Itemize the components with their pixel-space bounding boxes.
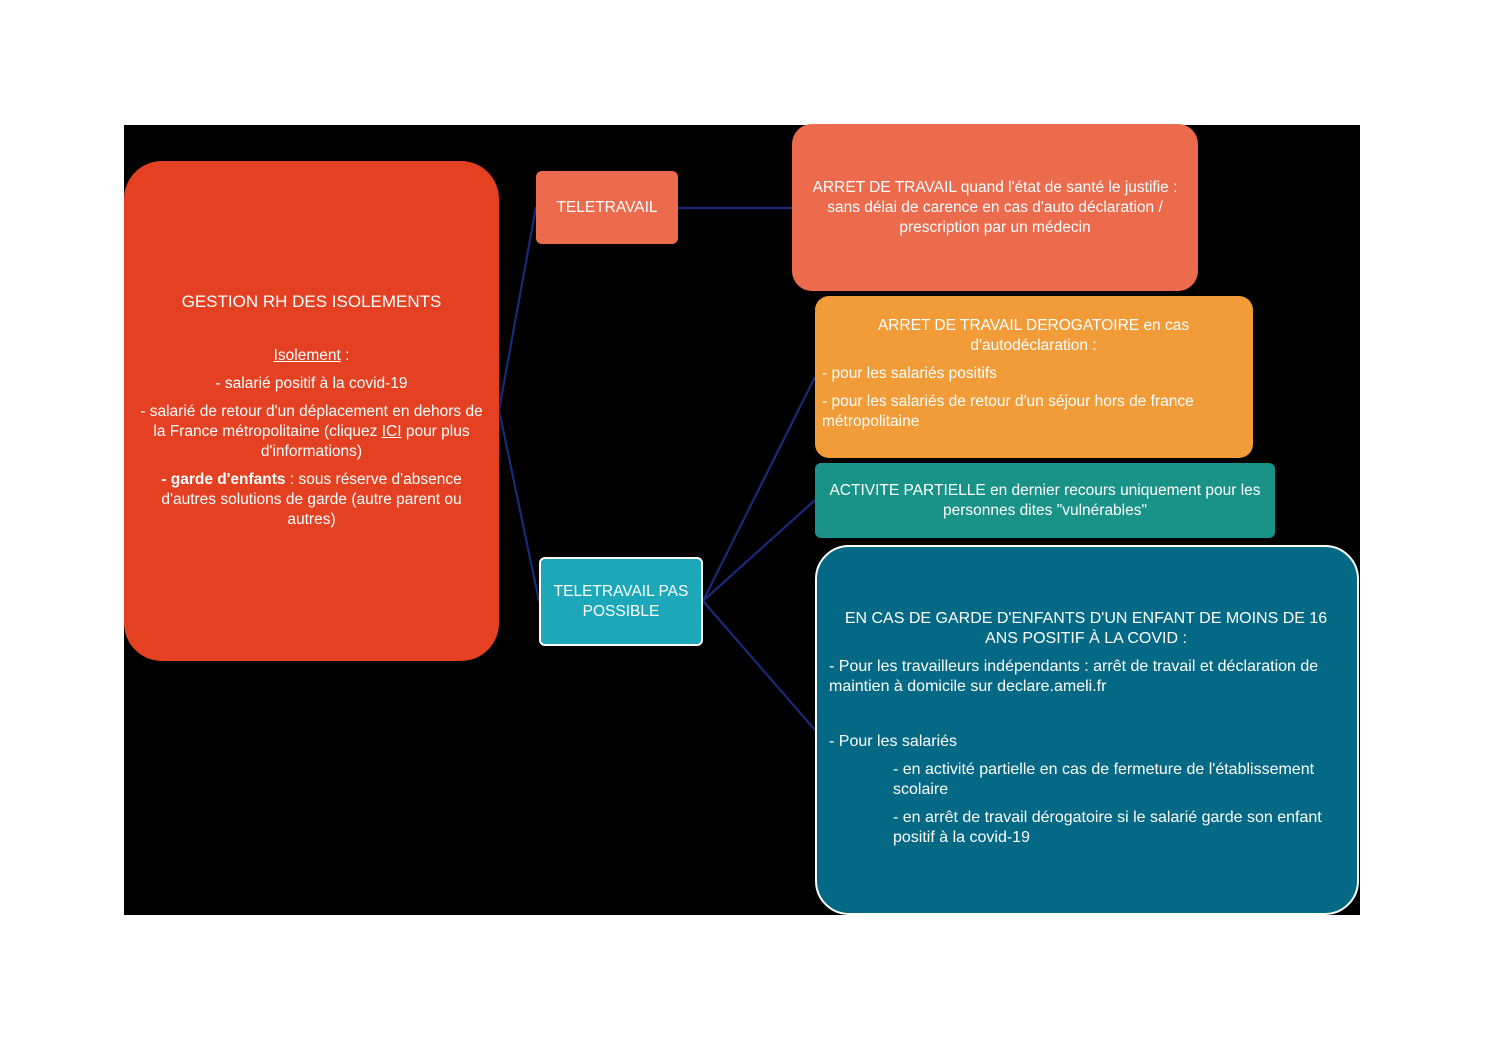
root-item-retour: - salarié de retour d'un déplacement en …	[138, 402, 485, 462]
node-arret-derogatoire: ARRET DE TRAVAIL DEROGATOIRE en cas d'au…	[815, 296, 1253, 458]
derogatoire-item-retour: - pour les salariés de retour d'un séjou…	[822, 393, 1194, 430]
derogatoire-item-positifs: - pour les salariés positifs	[822, 365, 997, 382]
root-item-positif: - salarié positif à la covid-19	[215, 375, 408, 392]
node-teletravail: TELETRAVAIL	[536, 171, 678, 244]
root-item-garde-bold: - garde d'enfants	[161, 471, 286, 488]
derogatoire-heading: ARRET DE TRAVAIL DEROGATOIRE en cas d'au…	[877, 317, 1190, 354]
isolement-suffix: :	[340, 347, 350, 364]
node-arret-de-travail: ARRET DE TRAVAIL quand l'état de santé l…	[792, 124, 1198, 291]
node-activite-partielle: ACTIVITE PARTIELLE en dernier recours un…	[815, 463, 1275, 538]
root-item-retour-text-end: pour plus d'informations)	[260, 423, 470, 460]
ici-link[interactable]: ICI	[381, 423, 402, 440]
garde-subitem-activite: - en activité partielle en cas de fermet…	[893, 761, 1315, 798]
garde-item-independants: - Pour les travailleurs indépendants : a…	[829, 658, 1319, 695]
garde-item-salaries: - Pour les salariés	[829, 733, 958, 750]
isolement-heading: Isolement :	[274, 346, 350, 366]
garde-heading: EN CAS DE GARDE D'ENFANTS D'UN ENFANT DE…	[844, 610, 1328, 647]
root-item-retour-text: - salarié de retour d'un déplacement en …	[140, 403, 483, 440]
root-item-garde: - garde d'enfants : sous réserve d'absen…	[138, 470, 485, 530]
garde-subitem-derogatoire: - en arrêt de travail dérogatoire si le …	[893, 809, 1322, 846]
root-title: GESTION RH DES ISOLEMENTS	[181, 292, 442, 311]
activite-text: ACTIVITE PARTIELLE en dernier recours un…	[829, 481, 1261, 519]
node-garde-enfants: EN CAS DE GARDE D'ENFANTS D'UN ENFANT DE…	[815, 545, 1359, 915]
teletravail-label: TELETRAVAIL	[556, 198, 658, 216]
isolement-label: Isolement	[273, 347, 341, 364]
node-teletravail-pas-possible: TELETRAVAIL PAS POSSIBLE	[539, 557, 703, 646]
teletravail-pas-possible-label: TELETRAVAIL PAS POSSIBLE	[553, 582, 689, 620]
root-item-garde-text: : sous réserve d'absence d'autres soluti…	[161, 471, 462, 528]
root-node-gestion-rh: GESTION RH DES ISOLEMENTS Isolement : - …	[124, 161, 499, 661]
arret-text: ARRET DE TRAVAIL quand l'état de santé l…	[812, 178, 1178, 236]
